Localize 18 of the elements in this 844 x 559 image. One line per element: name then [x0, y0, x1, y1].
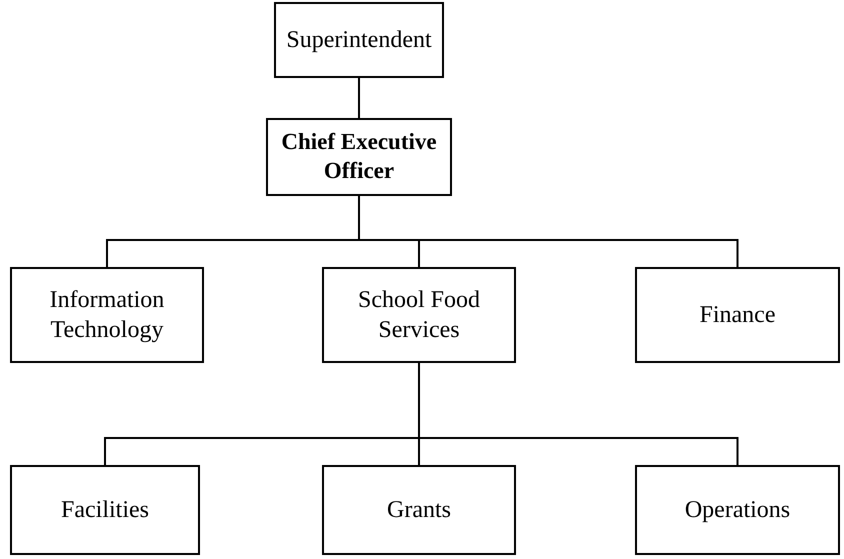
org-box	[10, 267, 204, 363]
org-box	[266, 118, 452, 196]
role-label: Grants	[387, 496, 451, 525]
role-label: School Food Services	[356, 286, 481, 345]
connector-line	[418, 363, 738, 465]
org-box	[322, 267, 516, 363]
org-box	[635, 267, 840, 363]
role-label: Information Technology	[48, 286, 166, 345]
org-box	[322, 465, 516, 555]
connector-line	[358, 78, 360, 118]
role-label: Chief Executive Officer	[280, 128, 438, 185]
org-box	[10, 465, 200, 555]
org-box	[635, 465, 840, 555]
role-label: Superintendent	[286, 26, 432, 55]
role-label: Operations	[684, 496, 790, 525]
role-label: Facilities	[61, 496, 149, 525]
role-label: Finance	[700, 301, 776, 330]
org-box	[274, 2, 444, 78]
